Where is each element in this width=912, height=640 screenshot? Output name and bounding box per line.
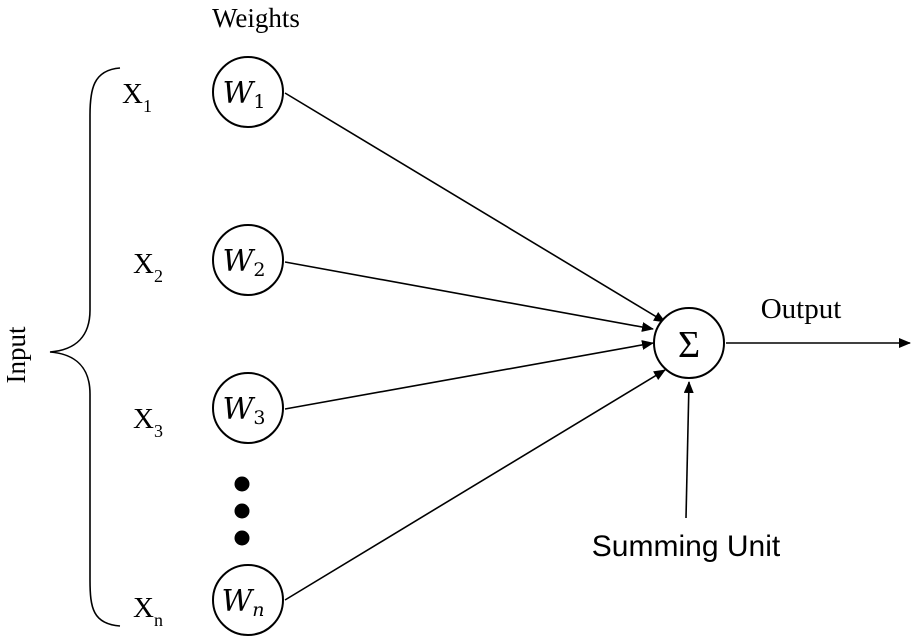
input-brace bbox=[49, 67, 121, 627]
input-subscript: 2 bbox=[154, 266, 163, 286]
input-label-x1: X1 bbox=[122, 78, 152, 116]
weight-node-w2: W2 bbox=[212, 224, 284, 296]
weight-circle bbox=[212, 224, 284, 296]
input-subscript: 3 bbox=[154, 421, 163, 441]
weight-node-w3: W3 bbox=[212, 372, 284, 444]
weight-node-w1: W1 bbox=[212, 56, 284, 128]
weight-circle bbox=[212, 372, 284, 444]
ellipsis-dots bbox=[234, 476, 250, 546]
weight-subscript: 1 bbox=[253, 91, 265, 113]
edge-w3-sum bbox=[284, 340, 654, 410]
summing-unit-pointer bbox=[683, 381, 694, 519]
summing-unit-label: Summing Unit bbox=[592, 530, 781, 563]
summing-circle bbox=[653, 307, 725, 379]
weight-subscript: 3 bbox=[253, 407, 265, 429]
input-label-xn: Xn bbox=[133, 592, 163, 630]
input-subscript: 1 bbox=[143, 96, 152, 116]
sigma-icon: Σ bbox=[678, 324, 700, 366]
weight-circle bbox=[212, 56, 284, 128]
edge-w2-sum bbox=[284, 261, 654, 332]
weight-letter: W bbox=[221, 584, 254, 619]
weight-letter: W bbox=[223, 244, 256, 279]
weight-label: W1 bbox=[223, 76, 266, 113]
input-letter: X bbox=[133, 403, 154, 435]
weight-label: Wn bbox=[221, 584, 264, 621]
ellipsis-dot bbox=[234, 476, 250, 492]
input-subscript: n bbox=[154, 610, 163, 630]
ellipsis-dot bbox=[234, 530, 250, 546]
weight-letter: W bbox=[223, 76, 256, 111]
input-letter: X bbox=[122, 78, 143, 110]
weight-letter: W bbox=[223, 392, 256, 427]
summing-node: Σ bbox=[653, 307, 725, 379]
weight-circle bbox=[212, 564, 284, 636]
weight-node-wn: Wn bbox=[212, 564, 284, 636]
input-letter: X bbox=[133, 592, 154, 624]
weight-label: W2 bbox=[223, 244, 266, 281]
input-label: Input bbox=[1, 326, 31, 383]
weights-header: Weights bbox=[212, 3, 300, 33]
weight-subscript: n bbox=[252, 599, 264, 621]
weight-subscript: 2 bbox=[253, 259, 265, 281]
edge-w1-sum bbox=[284, 92, 666, 323]
input-letter: X bbox=[133, 248, 154, 280]
edge-wn-sum bbox=[284, 369, 666, 601]
ellipsis-dot bbox=[234, 503, 250, 519]
input-label-x2: X2 bbox=[133, 248, 163, 286]
weight-label: W3 bbox=[223, 392, 266, 429]
output-label: Output bbox=[761, 293, 842, 325]
input-label-x3: X3 bbox=[133, 403, 163, 441]
